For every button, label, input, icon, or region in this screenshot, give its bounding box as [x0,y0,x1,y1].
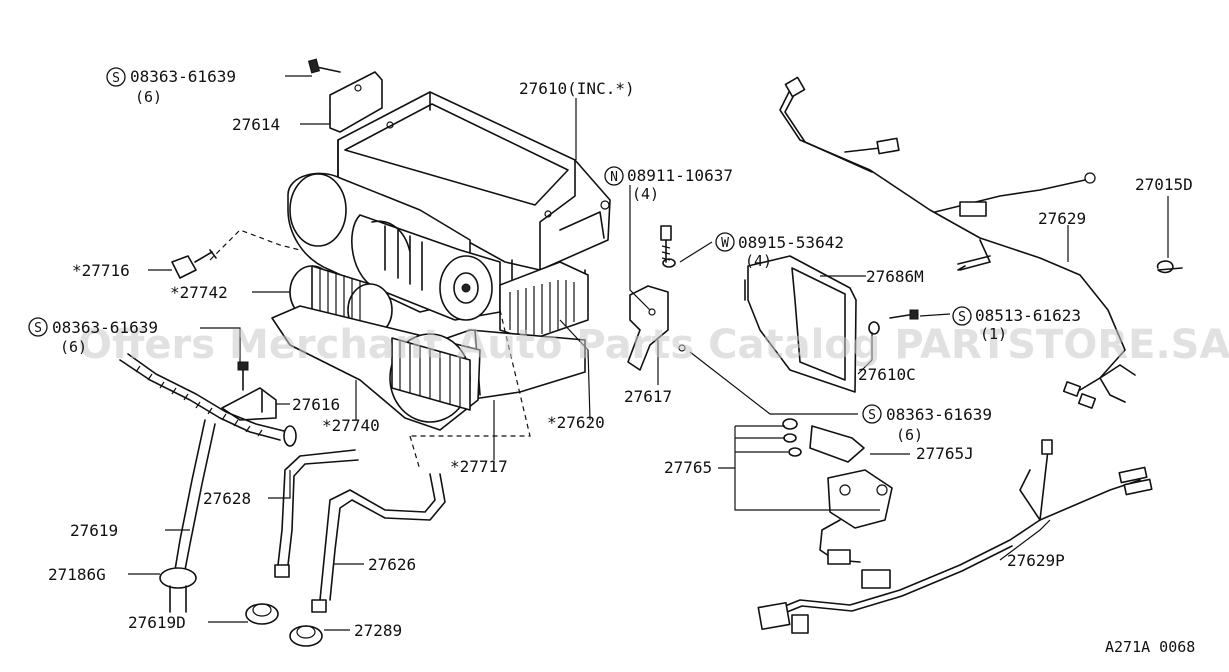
label-27614: 27614 [232,115,280,134]
label-27626: 27626 [368,555,416,574]
aspirator-hose-27619 [119,353,297,613]
s-mark: S [868,408,876,423]
wire-harness-27629P [757,439,1153,634]
label-27765: 27765 [664,458,712,477]
sensor-27716 [171,249,217,279]
label-27765J: 27765J [916,444,974,463]
diagram-code: A271A 0068 [1105,638,1195,656]
label-27628: 27628 [203,489,251,508]
label-08363-left: 08363-61639 [52,318,158,337]
grommet-27619D [245,603,279,625]
label-27610: 27610(INC.*) [519,79,635,98]
label-27717: *27717 [450,457,508,476]
bracket-line-27765 [718,425,880,511]
label-08513: 08513-61623 [975,306,1081,325]
label-27610C: 27610C [858,365,916,384]
resistor-assembly-27765 [782,418,893,589]
bolt-08363-left [237,361,249,391]
label-27629P: 27629P [1007,551,1065,570]
part-labels: 08363-61639 (6) 27614 27610(INC.*) 08911… [48,67,1193,640]
label-08911-qty: (4) [632,185,659,203]
hose-27626 [311,473,446,613]
circle-marks: S N W S S S [28,67,972,424]
bolt-08911 [660,225,676,268]
leader-lines [128,75,1069,631]
group-outline-27716 [209,229,301,261]
bracket-27617 [627,285,686,371]
bracket-27614 [307,58,383,133]
label-27015D: 27015D [1135,175,1193,194]
bracket-27616 [221,387,277,421]
s-mark: S [112,71,120,86]
clip-27015D [1156,196,1183,274]
label-08363-right-qty: (6) [896,426,923,444]
group-outline-27717 [409,309,531,471]
label-27629: 27629 [1038,209,1086,228]
label-08911: 08911-10637 [627,166,733,185]
label-08363-right: 08363-61639 [886,405,992,424]
n-mark: N [610,170,618,185]
label-27186G: 27186G [48,565,106,584]
label-27620: *27620 [547,413,605,432]
label-27716: *27716 [72,261,130,280]
label-27616: 27616 [292,395,340,414]
watermark: Offers Merchant Auto Parts Catalog PARTS… [78,322,1229,368]
label-27740: *27740 [322,416,380,435]
label-08915-qty: (4) [745,252,772,270]
label-08915: 08915-53642 [738,233,844,252]
label-27617: 27617 [624,387,672,406]
label-27619: 27619 [70,521,118,540]
duct-panel-27686M [744,255,991,393]
label-27686M: 27686M [866,267,924,286]
blower-case-lower [271,305,481,431]
label-08363-top: 08363-61639 [130,67,236,86]
label-27289: 27289 [354,621,402,640]
label-27619D: 27619D [128,613,186,632]
grommet-27289 [289,625,323,647]
label-08513-qty: (1) [980,325,1007,343]
label-27742: *27742 [170,283,228,302]
wire-harness-27629 [779,76,1136,409]
label-08363-left-qty: (6) [60,338,87,356]
w-mark: W [721,236,729,251]
s-mark: S [958,310,966,325]
hose-27628 [274,449,359,578]
label-08363-top-qty: (6) [135,88,162,106]
screw-08513 [868,309,919,335]
s-mark: S [34,321,42,336]
